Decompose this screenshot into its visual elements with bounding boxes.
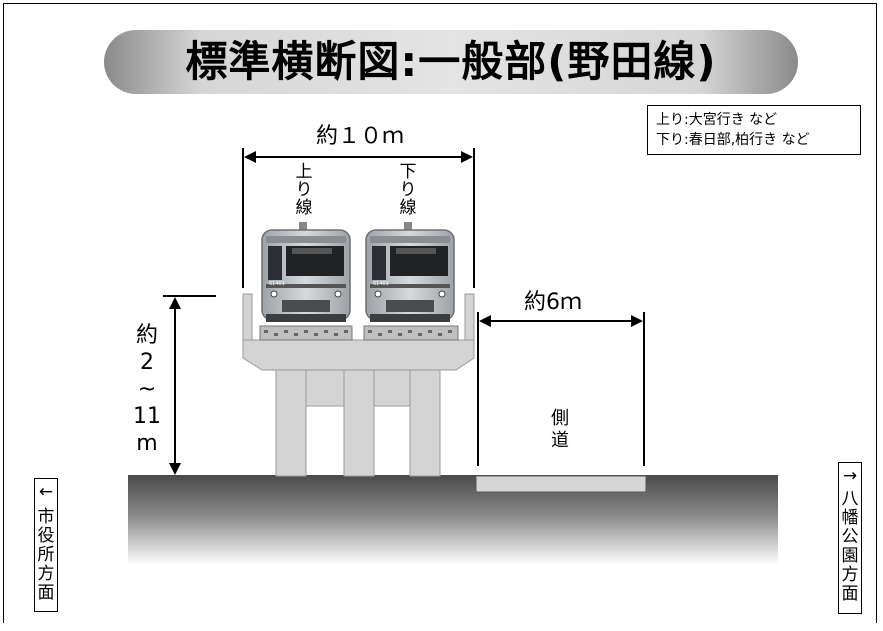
- diagram-frame: [3, 3, 877, 623]
- side-road-surface: [475, 475, 647, 493]
- train-down-line: 61401: [365, 222, 455, 322]
- ground: [128, 475, 778, 565]
- pier-left: [275, 367, 307, 477]
- viaduct: [242, 293, 475, 477]
- parapet-right: [464, 293, 475, 341]
- page-title: 標準横断図:一般部(野田線): [185, 37, 717, 86]
- train-number-up: 61401: [269, 281, 285, 287]
- side-road-width-label: 約6ｍ: [524, 290, 582, 315]
- deck-slab: [242, 339, 475, 371]
- title-banner: [104, 30, 798, 94]
- total-width-label: 約１０ｍ: [316, 124, 405, 149]
- pier-center: [343, 367, 375, 477]
- ballast: [259, 325, 459, 341]
- width-dimension: [242, 148, 475, 288]
- train-up-line: 61401: [261, 222, 351, 322]
- direction-left-box: ← 市 役 所 方 面: [34, 478, 58, 612]
- height-label: 約 2 ~ 11 m: [133, 323, 161, 456]
- down-line-label: 下 り 線: [399, 162, 417, 218]
- train-number-down: 61401: [373, 281, 389, 287]
- side-road-label: 側 道: [551, 408, 569, 451]
- up-line-label: 上 り 線: [295, 162, 313, 218]
- side-road-dimension: [477, 312, 645, 466]
- line-legend: 上り:大宮行き など 下り:春日部,柏行き など: [647, 105, 861, 155]
- parapet-left: [242, 293, 253, 341]
- legend-down-line: 下り:春日部,柏行き など: [656, 132, 810, 148]
- direction-right-box: → 八 幡 公 園 方 面: [838, 462, 862, 614]
- legend-up-line: 上り:大宮行き など: [656, 112, 778, 128]
- height-dimension: [163, 295, 216, 475]
- pier-right: [409, 367, 441, 477]
